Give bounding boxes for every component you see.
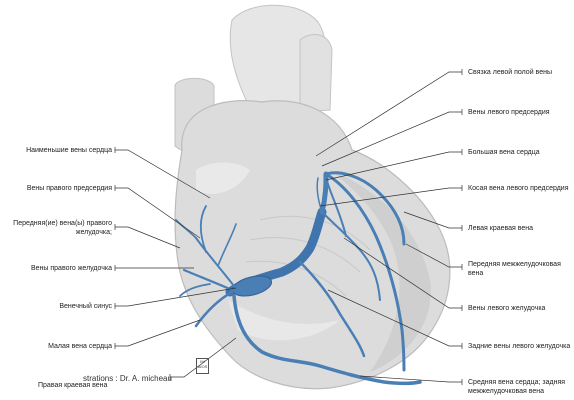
label-left-marginal-vein: Левая краевая вена — [468, 225, 534, 232]
label-great-cardiac-vein: Большая вена сердца — [468, 149, 540, 156]
leader-lines-left — [115, 149, 237, 378]
great-cardiac-vessel — [319, 171, 329, 215]
label-ticks — [114, 69, 463, 385]
label-small-cardiac-vein: Малая вена сердца — [48, 343, 112, 350]
label-right-marginal-vein: Правая краевая вена — [38, 382, 108, 389]
middle-cardiac-vessel — [232, 294, 422, 386]
heart-body — [174, 4, 451, 390]
label-anterior-right-ventricular-veins: Передняя(ие) вена(ы) правого желудочка; — [13, 220, 112, 236]
leader-lines-right — [315, 71, 462, 383]
label-left-ventricular-veins: Вены левого желудочка — [468, 305, 546, 312]
label-right-ventricular-veins: Вены правого желудочка — [30, 265, 112, 272]
label-middle-cardiac-vein: Средняя вена сердца; задняя межжелудочко… — [468, 379, 566, 395]
label-right-atrial-veins: Вены правого предсердия — [26, 185, 112, 192]
label-coronary-sinus: Венечный синус — [59, 303, 112, 310]
label-left-atrial-veins: Вены левого предсердия — [468, 109, 550, 116]
illustration-credit: strations : Dr. A. micheau — [83, 374, 172, 383]
label-oblique-vein-left-atrium: Косая вена левого предсердия — [468, 185, 569, 192]
label-posterior-left-ventricular-veins: Задние вены левого желудочка — [468, 343, 571, 350]
label-smallest-cardiac-veins: Наименьшие вены сердца — [26, 147, 112, 154]
label-anterior-interventricular-vein: Передняя межжелудочковая вена — [468, 261, 561, 277]
label-ligament-left-vena-cava: Связка левой полой вены — [468, 69, 552, 76]
cardiac-veins — [175, 171, 422, 386]
